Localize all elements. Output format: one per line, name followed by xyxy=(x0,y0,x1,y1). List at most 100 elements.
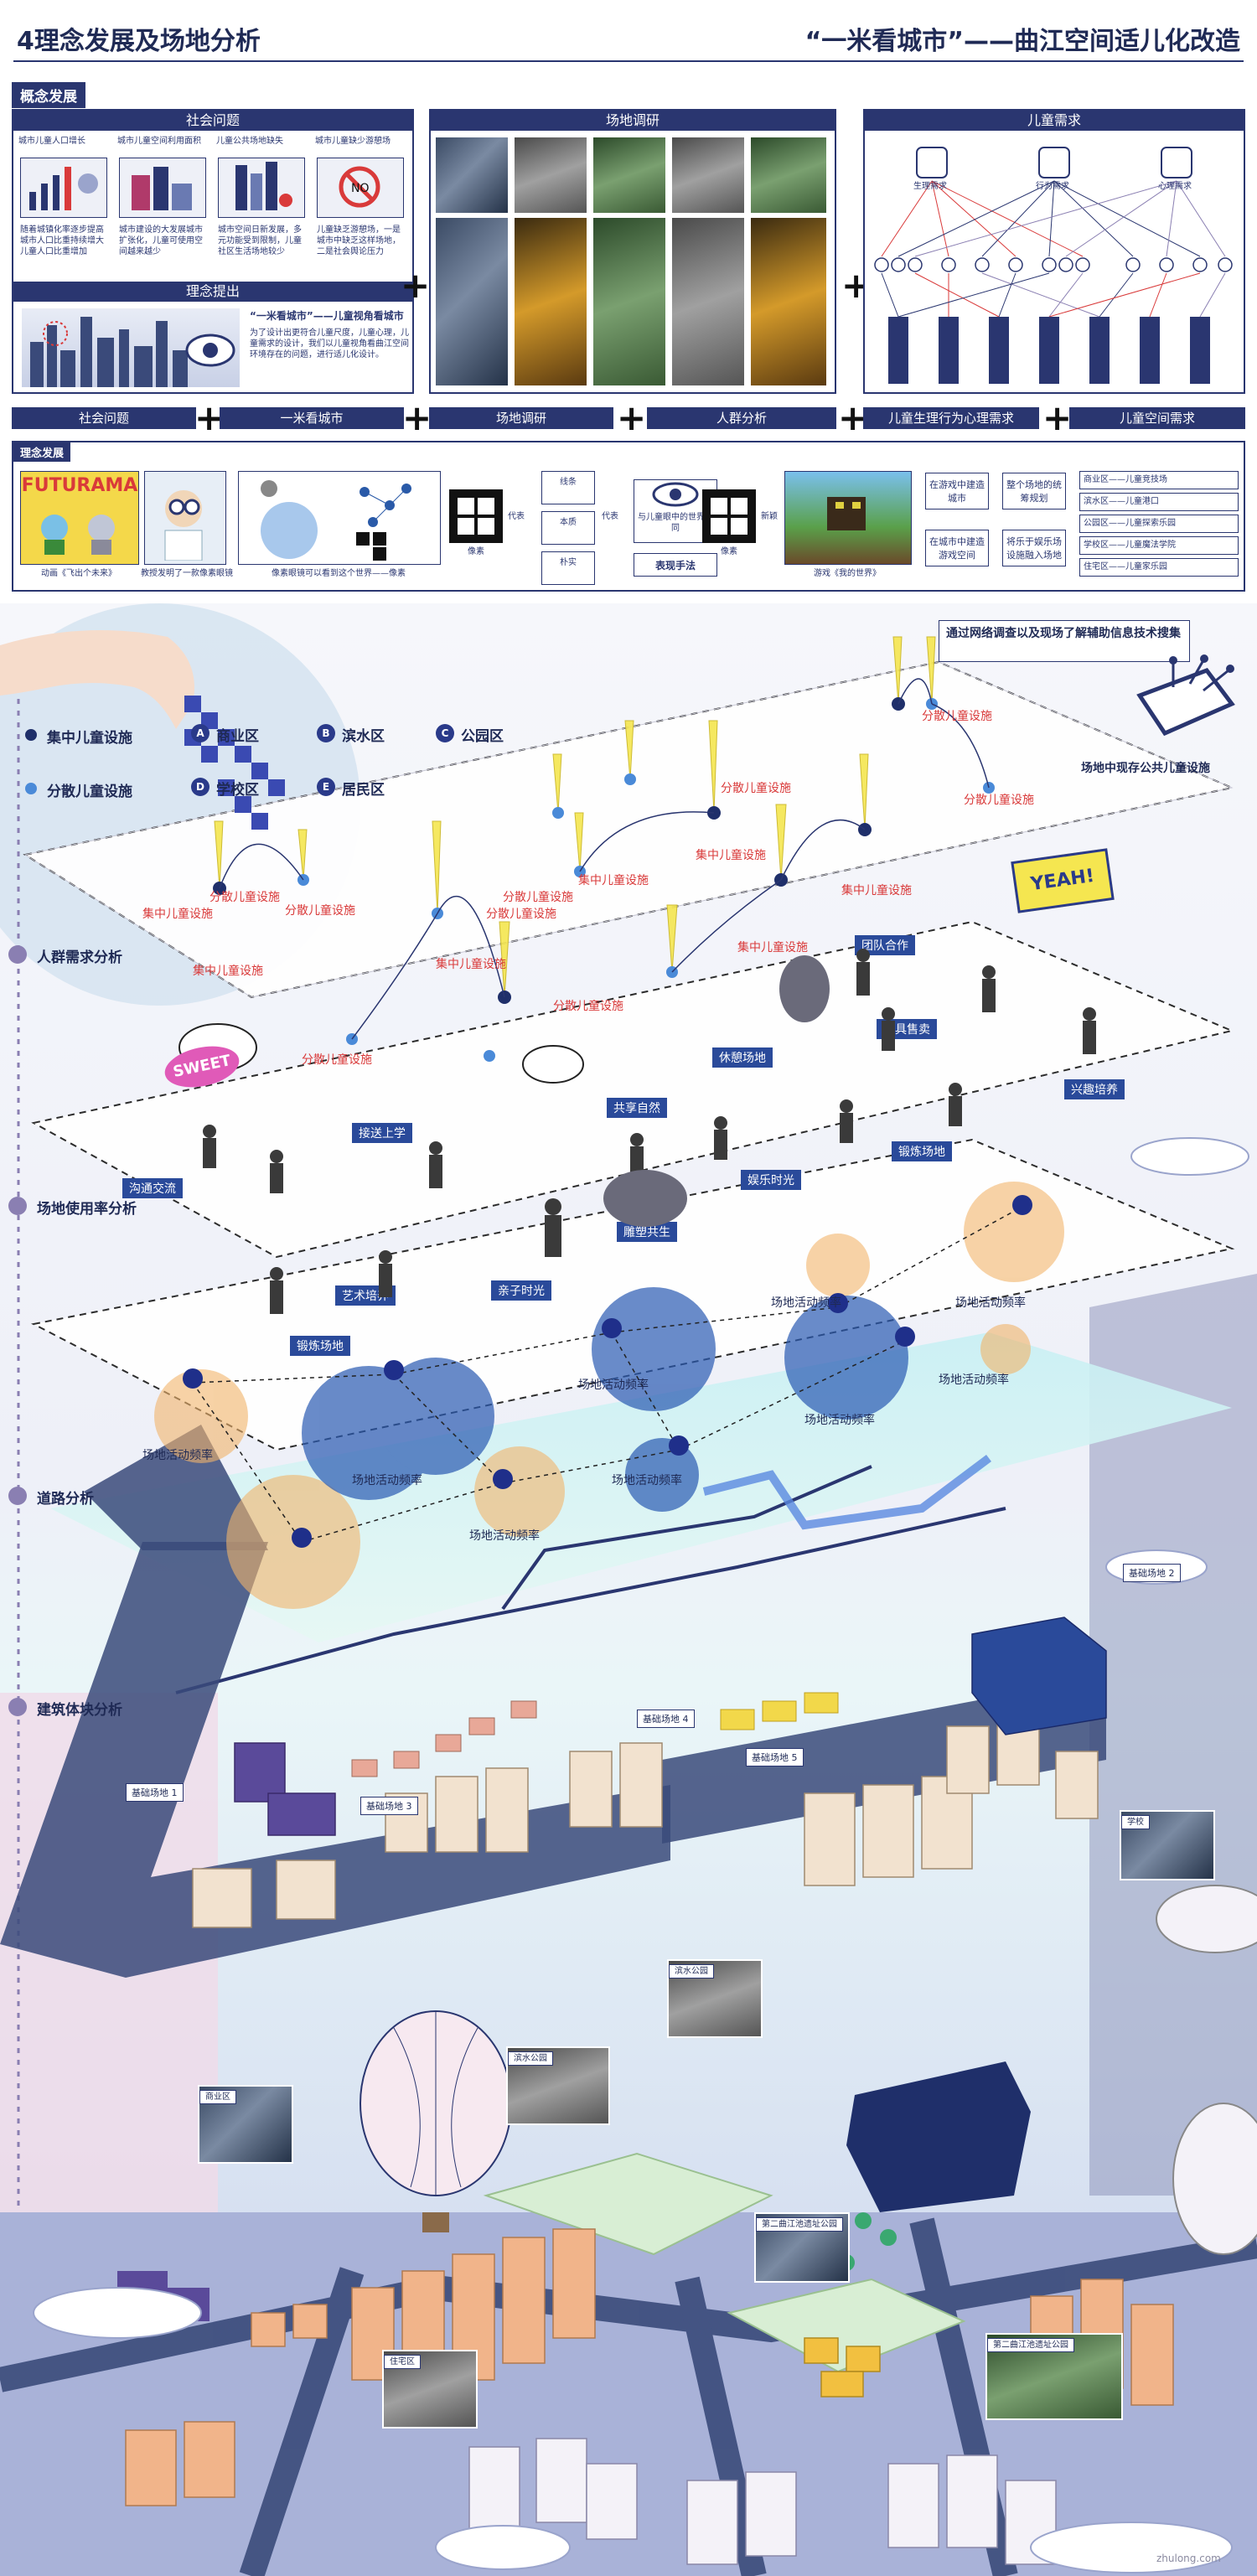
photo-tag: 滨水公园 xyxy=(508,2051,553,2066)
frequency-label: 场地活动频率 xyxy=(578,1379,649,1392)
site-photo: 学校 xyxy=(1120,1810,1215,1880)
zone-item: 住宅区——儿童家乐园 xyxy=(1079,558,1239,577)
site-survey-title: 场地调研 xyxy=(431,111,835,131)
dispersed-dot-icon xyxy=(25,783,37,794)
survey-photo xyxy=(515,137,587,213)
sequence-box: 在城市中建造游戏空间 xyxy=(925,530,989,566)
survey-photo xyxy=(436,137,508,213)
bar-label: 儿童空间需求 xyxy=(1069,407,1245,429)
legend-concentrated-label: 集中儿童设施 xyxy=(47,730,132,747)
site-photo: 滨水公园 xyxy=(506,2046,610,2125)
survey-photo xyxy=(751,137,826,213)
new-label: 新颖 xyxy=(761,512,778,521)
zone-legend-label: 学校区 xyxy=(216,782,259,799)
missing-sites-illustration xyxy=(218,158,305,218)
activity-tag: 娱乐时光 xyxy=(741,1170,801,1190)
base-site-tag: 基础场地 4 xyxy=(637,1710,695,1728)
social-card-title: 城市儿童空间利用面积 xyxy=(117,137,201,146)
social-issues-title: 社会问题 xyxy=(13,111,412,131)
need-psychological: 心理需求 xyxy=(1158,182,1192,191)
social-card-title: 城市儿童缺少游憩场 xyxy=(315,137,391,146)
photo-tag: 学校 xyxy=(1121,1815,1150,1829)
zone-item: 商业区——儿童竞技场 xyxy=(1079,471,1239,489)
network-note: 通过网络调查以及现场了解辅助信息技术搜集 xyxy=(939,620,1190,662)
skyline-illustration xyxy=(22,308,240,387)
population-growth-illustration xyxy=(20,158,107,218)
social-card-title: 城市儿童人口增长 xyxy=(18,137,85,146)
survey-photo xyxy=(672,218,744,385)
activity-tag: 锻炼场地 xyxy=(892,1141,952,1161)
eye-text: 与儿童眼中的世界相同 xyxy=(638,513,713,533)
sequence-box: 整个场地的统筹规划 xyxy=(1002,473,1066,510)
social-note: 城市建设的大发展城市扩张化，儿童可使用空间越来越少 xyxy=(119,225,203,256)
facility-label: 分散儿童设施 xyxy=(210,891,280,904)
sequence-label: 整个场地的统筹规划 xyxy=(1006,479,1062,504)
photo-tag: 第二曲江池遗址公园 xyxy=(756,2217,843,2232)
plus-icon: + xyxy=(402,397,432,438)
usage-frequency-map xyxy=(154,1182,1064,1609)
sequence-box: 将乐于娱乐场设施融入场地 xyxy=(1002,530,1066,566)
idea-description: “一米看城市”——儿童视角看城市 为了设计出更符合儿童尺度，儿童心理，儿童需求的… xyxy=(250,308,409,360)
need-behavioral: 行为需求 xyxy=(1036,182,1069,191)
pixel-cursor-icon xyxy=(184,696,285,830)
facility-label: 分散儿童设施 xyxy=(486,908,556,921)
child-needs-title: 儿童需求 xyxy=(865,111,1244,131)
bar-label: 人群分析 xyxy=(647,407,836,429)
photo-tag: 滨水公园 xyxy=(669,1964,714,1979)
survey-photo xyxy=(436,218,508,385)
facility-label: 分散儿童设施 xyxy=(964,794,1034,807)
frequency-label: 场地活动频率 xyxy=(771,1296,841,1310)
activity-tag: 亲子时光 xyxy=(491,1280,551,1301)
frequency-label: 场地活动频率 xyxy=(939,1373,1009,1387)
zone-legend-label: 商业区 xyxy=(216,728,259,745)
site-photo: 住宅区 xyxy=(382,2350,478,2429)
futurama-logo: FUTURAMA xyxy=(21,475,138,496)
zone-legend-label: 居民区 xyxy=(342,782,385,799)
activity-tag: 休憩场地 xyxy=(712,1047,773,1068)
plus-icon: + xyxy=(401,265,431,306)
network-tablet-icon xyxy=(1136,654,1235,737)
side-label-text: 道路分析 xyxy=(37,1491,94,1508)
idea-title: 理念提出 xyxy=(13,282,412,302)
caption-pixel-world: 像素眼镜可以看到这个世界——像素 xyxy=(272,569,406,578)
pixel-grid-icon xyxy=(702,489,756,543)
legend-dispersed-label: 分散儿童设施 xyxy=(47,784,132,800)
pixel-world-illustration xyxy=(238,471,441,565)
need-physiological: 生理需求 xyxy=(913,182,947,191)
side-label-text: 建筑体块分析 xyxy=(37,1702,122,1719)
base-site-tag: 基础场地 2 xyxy=(1123,1564,1181,1582)
bar-label: 社会问题 xyxy=(12,407,196,429)
survey-photo xyxy=(593,218,665,385)
development-tag: 理念发展 xyxy=(13,442,71,462)
page-title: 4理念发展及场地分析 xyxy=(17,27,261,56)
activity-tag: 锻炼场地 xyxy=(290,1336,350,1356)
plus-icon: + xyxy=(617,397,647,438)
survey-photo xyxy=(515,218,587,385)
zone-list: 商业区——儿童竞技场 滨水区——儿童港口 公园区——儿童探索乐园 学校区——儿童… xyxy=(1079,471,1239,577)
zone-legend-label: 公园区 xyxy=(461,728,504,745)
concept-tag: 概念发展 xyxy=(12,82,85,108)
social-note: 儿童缺乏游憩场，一是城市中缺乏这样场地，二是社会舆论压力 xyxy=(317,225,401,256)
base-site-tag: 基础场地 5 xyxy=(746,1748,804,1766)
facility-label: 分散儿童设施 xyxy=(721,782,791,795)
social-issues-panel: 社会问题 城市儿童人口增长 城市儿童空间利用面积 儿童公共场地缺失 城市儿童缺少… xyxy=(12,109,414,394)
space-area-illustration xyxy=(119,158,206,218)
method-label: 表现手法 xyxy=(654,560,696,572)
social-card-title: 儿童公共场地缺失 xyxy=(216,137,283,146)
idea-heading: “一米看城市”——儿童视角看城市 xyxy=(250,310,404,322)
facility-label: 集中儿童设施 xyxy=(578,874,649,887)
side-label-text: 场地使用率分析 xyxy=(37,1201,137,1218)
concept-development-panel: 理念发展 FUTURAMA 动画《飞出个未来》 教授发明了一款像素眼镜 像素眼镜… xyxy=(12,441,1245,592)
facility-label: 分散儿童设施 xyxy=(922,710,992,723)
svg-text:NO: NO xyxy=(351,182,370,195)
site-photo: 第二曲江池遗址公园 xyxy=(754,2212,850,2283)
caption-futurama: 动画《飞出个未来》 xyxy=(41,569,116,578)
axonometric-diagram xyxy=(0,603,1257,2576)
sequence-label: 在游戏中建造城市 xyxy=(929,479,985,504)
method-box: 表现手法 xyxy=(634,553,717,577)
facility-label: 集中儿童设施 xyxy=(841,884,912,897)
side-label-text: 人群需求分析 xyxy=(37,949,122,966)
photo-tag: 第二曲江池遗址公园 xyxy=(987,2338,1074,2352)
survey-photo xyxy=(751,218,826,385)
minecraft-illustration xyxy=(784,471,912,565)
